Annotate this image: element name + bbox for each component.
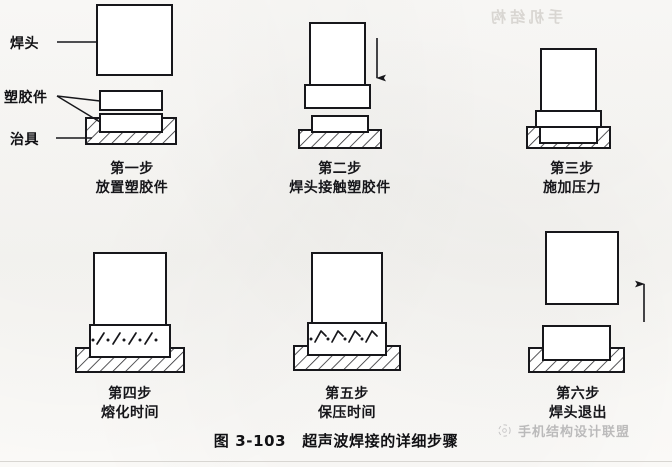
figure-caption: 图 3-103 超声波焊接的详细步骤 xyxy=(214,430,458,451)
step-5-drawing xyxy=(293,252,401,371)
step-2-title: 焊头接触塑胶件 xyxy=(289,180,391,196)
hold-marks-5 xyxy=(309,330,378,343)
welded-part-6 xyxy=(542,325,611,361)
horn-body-3 xyxy=(540,48,597,112)
horn-body-4 xyxy=(93,252,167,326)
horn-body-5 xyxy=(311,252,383,324)
figure-caption-title: 超声波焊接的详细步骤 xyxy=(302,432,459,450)
watermark-logo-icon xyxy=(498,424,511,437)
fixture-1-outline xyxy=(85,117,177,145)
part-label-plastic: 塑胶件 xyxy=(4,90,48,106)
part-label-horn: 焊头 xyxy=(10,36,39,52)
watermark-text: 手机结构设计联盟 xyxy=(518,425,631,440)
horn-tip-2 xyxy=(304,84,371,109)
step-1-caption: 第一步 放置塑胶件 xyxy=(96,160,169,198)
plastic-pressed-3 xyxy=(539,126,598,144)
step-6-caption: 第六步 焊头退出 xyxy=(549,385,607,423)
step-4-number: 第四步 xyxy=(108,386,152,402)
hold-zone-5 xyxy=(307,322,387,356)
step-1-number: 第一步 xyxy=(110,161,154,177)
step-2-drawing xyxy=(298,22,386,149)
step-1-title: 放置塑胶件 xyxy=(95,180,169,196)
step-5-title: 保压时间 xyxy=(318,405,376,421)
fixture-4-outline xyxy=(75,347,185,373)
step-2-caption: 第二步 焊头接触塑胶件 xyxy=(289,160,391,198)
fixture-6-outline xyxy=(528,347,625,373)
leader-plastic-lower xyxy=(56,95,101,123)
step-3-caption: 第三步 施加压力 xyxy=(543,160,601,198)
horn-tip-3 xyxy=(535,110,602,128)
fixture-2-outline xyxy=(298,129,382,149)
fixture-5-outline xyxy=(293,345,401,371)
horn-body-1 xyxy=(96,4,173,76)
bottom-divider xyxy=(0,461,672,462)
step-3-drawing xyxy=(526,48,611,149)
melt-marks-4 xyxy=(91,332,158,345)
step-4-caption: 第四步 熔化时间 xyxy=(101,385,159,423)
figure-caption-number: 图 3-103 xyxy=(213,432,287,450)
step-4-title: 熔化时间 xyxy=(101,405,159,421)
fixture-3-outline xyxy=(526,126,611,149)
horn-body-6 xyxy=(545,231,619,305)
leader-lines xyxy=(56,41,101,139)
step-4-drawing xyxy=(75,252,185,373)
step-6-number: 第六步 xyxy=(556,386,600,402)
step-5-caption: 第五步 保压时间 xyxy=(318,385,376,423)
part-label-fixture: 治具 xyxy=(10,132,39,148)
step-5-number: 第五步 xyxy=(325,386,369,402)
horn-body-2 xyxy=(309,22,366,86)
step-6-drawing xyxy=(528,231,645,373)
watermark: 手机结构设计联盟 xyxy=(496,421,630,440)
step-2-number: 第二步 xyxy=(318,161,362,177)
leader-plastic-upper xyxy=(56,95,101,102)
step-6-title: 焊头退出 xyxy=(549,405,607,421)
plastic-upper-1 xyxy=(99,90,163,111)
step-3-number: 第三步 xyxy=(550,161,594,177)
step-1-drawing xyxy=(85,4,177,145)
plastic-lower-1 xyxy=(99,113,163,133)
plastic-upper-2 xyxy=(311,115,369,133)
step-3-title: 施加压力 xyxy=(543,180,601,196)
